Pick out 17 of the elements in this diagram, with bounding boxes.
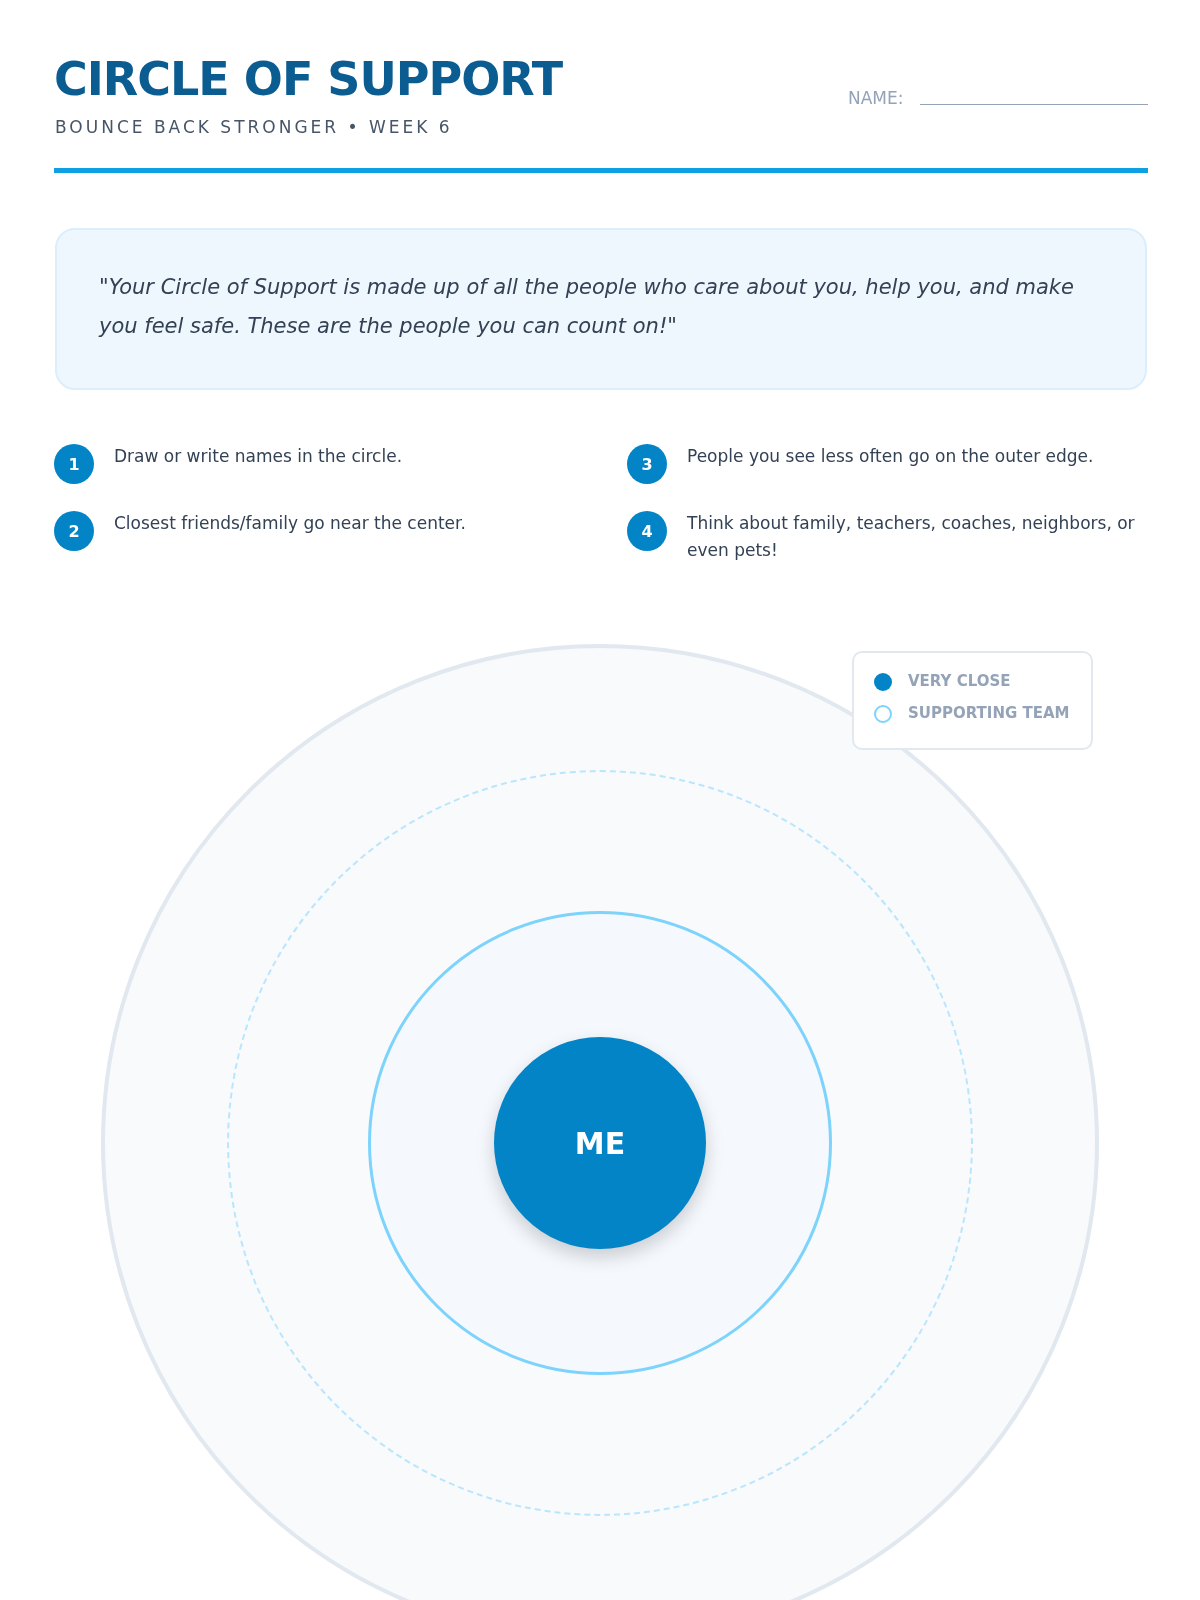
legend-text: VERY CLOSE xyxy=(908,672,1011,690)
instruction-text: Think about family, teachers, coaches, neighbors, or even pets! xyxy=(687,512,1136,562)
step-number: 1 xyxy=(54,444,94,484)
quote-box xyxy=(55,228,1147,390)
field-label: NAME: xyxy=(848,88,904,108)
subtitle: BOUNCE BACK STRONGER • WEEK 6 xyxy=(55,117,453,137)
quote-text: "Your Circle of Support is made up of all the people who care about you, help you, and make you feel safe. These are the people you can count on!" xyxy=(99,274,1075,340)
instruction-text: Draw or write names in the circle. xyxy=(114,445,404,468)
worksheet-title: CIRCLE OF SUPPORT xyxy=(54,52,563,106)
instruction-text: People you see less often go on the outer edge. xyxy=(687,445,1095,468)
step-number: 4 xyxy=(627,511,667,551)
center-label: ME xyxy=(574,1125,626,1161)
instruction-text: Closest friends/family go near the center. xyxy=(114,512,467,535)
legend-text: SUPPORTING TEAM xyxy=(908,704,1070,722)
dashed-ring xyxy=(227,770,973,1516)
step-number: 2 xyxy=(54,511,94,551)
step-number: 3 xyxy=(627,444,667,484)
